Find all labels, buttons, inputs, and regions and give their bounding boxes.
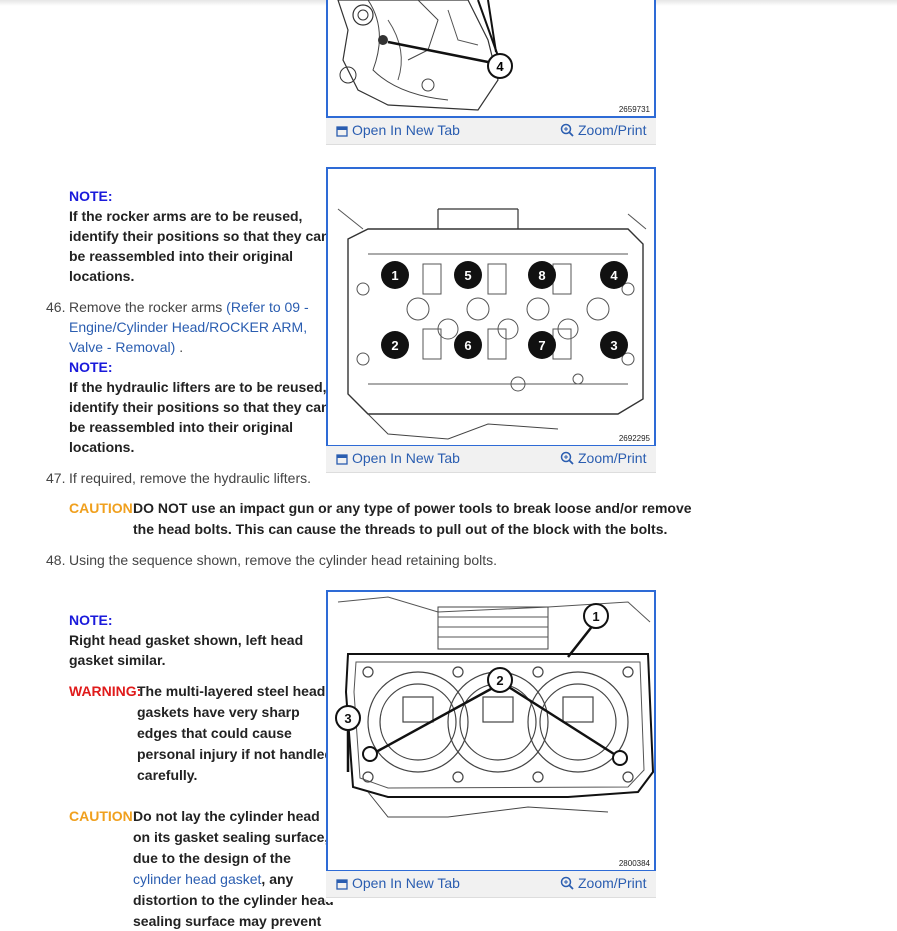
note-3-label: NOTE:	[69, 612, 113, 628]
zoom-print-label: Zoom/Print	[578, 875, 647, 891]
note-2-line: locations.	[69, 439, 135, 455]
step-48-text: Using the sequence shown, remove the cyl…	[69, 552, 498, 568]
figure-3-callout: 3	[344, 711, 351, 726]
step-47-number: 47.	[46, 470, 66, 486]
caution-2-line: sealing surface may prevent	[133, 913, 322, 929]
note-2-label: NOTE:	[69, 359, 113, 375]
note-1-line: If the rocker arms are to be reused,	[69, 208, 303, 224]
caution-1-line: the head bolts. This can cause the threa…	[133, 521, 668, 537]
bolt-callout: 4	[610, 268, 618, 283]
zoom-icon	[560, 876, 574, 890]
caution-2-line: Do not lay the cylinder head	[133, 808, 320, 824]
step-46-ref-link[interactable]: Valve - Removal)	[69, 339, 176, 355]
bolt-callout: 3	[610, 338, 617, 353]
figure-1-toolbar: Open In New Tab Zoom/Print	[326, 118, 656, 145]
figure-1-image[interactable]: 4 2659731	[326, 0, 656, 118]
step-46-number: 46.	[46, 299, 66, 315]
open-new-tab-icon	[336, 879, 348, 890]
step-46-text: Remove the rocker arms (Refer to 09 -	[69, 299, 309, 315]
figure-2-open-new-tab[interactable]: Open In New Tab	[336, 450, 460, 466]
figure-3-open-new-tab[interactable]: Open In New Tab	[336, 875, 460, 891]
open-new-tab-label: Open In New Tab	[352, 122, 460, 138]
open-new-tab-icon	[336, 454, 348, 465]
caution-2-line: distortion to the cylinder head	[133, 892, 334, 908]
note-2-line: identify their positions so that they ca…	[69, 399, 330, 415]
bolt-callout: 8	[538, 268, 545, 283]
figure-3-toolbar: Open In New Tab Zoom/Print	[326, 871, 656, 898]
figure-3-zoom-print[interactable]: Zoom/Print	[560, 875, 646, 891]
figure-1-open-new-tab[interactable]: Open In New Tab	[336, 122, 460, 138]
note-1-line: identify their positions so that they ca…	[69, 228, 330, 244]
figure-3-callout: 2	[496, 673, 503, 688]
figure-3-image[interactable]: 1 2 3 2800384	[326, 590, 656, 872]
note-1-line: locations.	[69, 268, 135, 284]
step-46-ref-line: Valve - Removal) .	[69, 339, 184, 355]
caution-2-line: due to the design of the	[133, 850, 291, 866]
bolt-callout: 1	[391, 268, 398, 283]
warning-line: carefully.	[137, 767, 198, 783]
figure-3-callout: 1	[592, 609, 599, 624]
step-48-number: 48.	[46, 552, 66, 568]
figure-1-callout-4: 4	[496, 59, 504, 74]
warning-line: edges that could cause	[137, 725, 292, 741]
figure-2: 1 5 8 4 2 6 7 3 2692295 Open In New Tab …	[326, 167, 656, 477]
bolt-callout: 7	[538, 338, 545, 353]
figure-3-id: 2800384	[618, 859, 650, 868]
note-2-line: be reassembled into their original	[69, 419, 294, 435]
figure-1-id: 2659731	[618, 105, 650, 114]
bolt-callout: 2	[391, 338, 398, 353]
zoom-print-label: Zoom/Print	[578, 122, 647, 138]
figure-3: 1 2 3 2800384 Open In New Tab Zoom/Print	[326, 590, 656, 902]
zoom-icon	[560, 451, 574, 465]
note-2-line: If the hydraulic lifters are to be reuse…	[69, 379, 327, 395]
figure-2-id: 2692295	[618, 434, 650, 443]
open-new-tab-label: Open In New Tab	[352, 875, 460, 891]
figure-1-zoom-print[interactable]: Zoom/Print	[560, 122, 646, 138]
warning-label: WARNING:	[69, 683, 142, 699]
open-new-tab-label: Open In New Tab	[352, 450, 460, 466]
warning-line: gaskets have very sharp	[137, 704, 300, 720]
note-3-line: Right head gasket shown, left head	[69, 632, 304, 648]
zoom-icon	[560, 123, 574, 137]
step-47-text: If required, remove the hydraulic lifter…	[69, 470, 311, 486]
figure-2-zoom-print[interactable]: Zoom/Print	[560, 450, 646, 466]
caution-2-line: cylinder head gasket, any	[133, 871, 294, 887]
open-new-tab-icon	[336, 126, 348, 137]
zoom-print-label: Zoom/Print	[578, 450, 647, 466]
step-46-ref-link[interactable]: Engine/Cylinder Head/ROCKER ARM,	[69, 319, 308, 335]
cylinder-head-gasket-link[interactable]: cylinder head gasket	[133, 871, 262, 887]
bolt-callout: 5	[464, 268, 471, 283]
caution-1-line: DO NOT use an impact gun or any type of …	[133, 500, 692, 516]
note-1-line: be reassembled into their original	[69, 248, 294, 264]
bolt-callout: 6	[464, 338, 471, 353]
figure-1: 4 2659731 Open In New Tab Zoom/Print	[326, 0, 656, 148]
note-3-line: gasket similar.	[69, 652, 166, 668]
step-46-ref-link[interactable]: (Refer to 09 -	[226, 299, 309, 315]
caution-1-label: CAUTION:	[69, 500, 138, 516]
caution-2-label: CAUTION:	[69, 808, 138, 824]
caution-2-line: on its gasket sealing surface,	[133, 829, 329, 845]
warning-line: personal injury if not handled	[137, 746, 334, 762]
figure-2-toolbar: Open In New Tab Zoom/Print	[326, 446, 656, 473]
note-1-label: NOTE:	[69, 188, 113, 204]
warning-line: The multi-layered steel head	[137, 683, 326, 699]
figure-2-image[interactable]: 1 5 8 4 2 6 7 3 2692295	[326, 167, 656, 447]
